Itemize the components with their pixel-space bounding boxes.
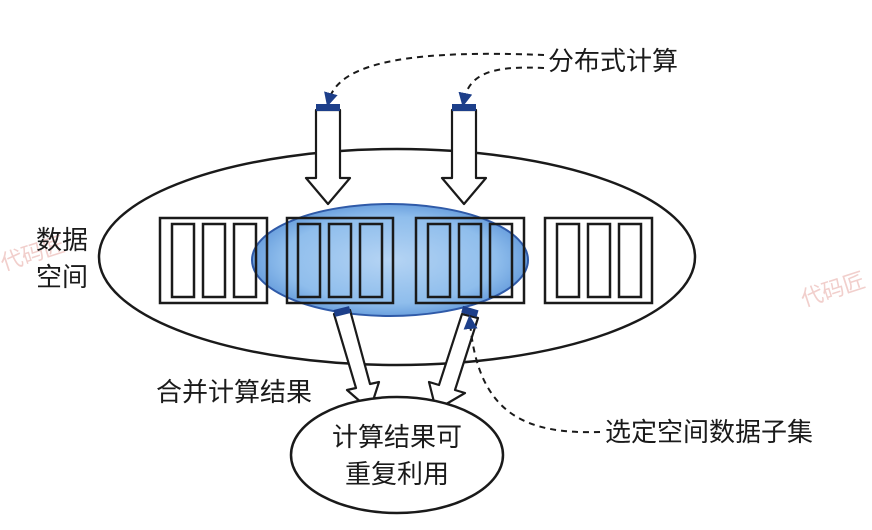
- selected-subset-highlight: [251, 203, 529, 317]
- compute-arrow-left: [304, 104, 352, 206]
- dashed-link-compute-right: [458, 66, 545, 107]
- data-block-1: [158, 216, 269, 305]
- label-select-subset: 选定空间数据子集: [605, 418, 813, 448]
- data-block-3: [414, 216, 526, 305]
- label-distributed-compute: 分布式计算: [548, 47, 678, 77]
- label-data-space-line2: 空间: [36, 263, 88, 293]
- label-reusable-line2: 重复利用: [345, 460, 449, 490]
- merge-arrow-right: [427, 305, 480, 412]
- merge-arrow-left: [332, 306, 381, 412]
- label-reusable-line1: 计算结果可: [332, 423, 462, 453]
- data-block-4: [543, 216, 654, 305]
- dashed-link-select-subset: [463, 315, 601, 434]
- watermark-right: 代码匠: [798, 268, 869, 312]
- label-merge-results: 合并计算结果: [156, 378, 312, 408]
- label-data-space-line1: 数据: [36, 226, 88, 256]
- result-ellipse: [289, 395, 505, 515]
- dashed-link-compute-left: [324, 52, 545, 107]
- data-block-2: [285, 216, 395, 305]
- compute-arrow-right: [440, 104, 488, 206]
